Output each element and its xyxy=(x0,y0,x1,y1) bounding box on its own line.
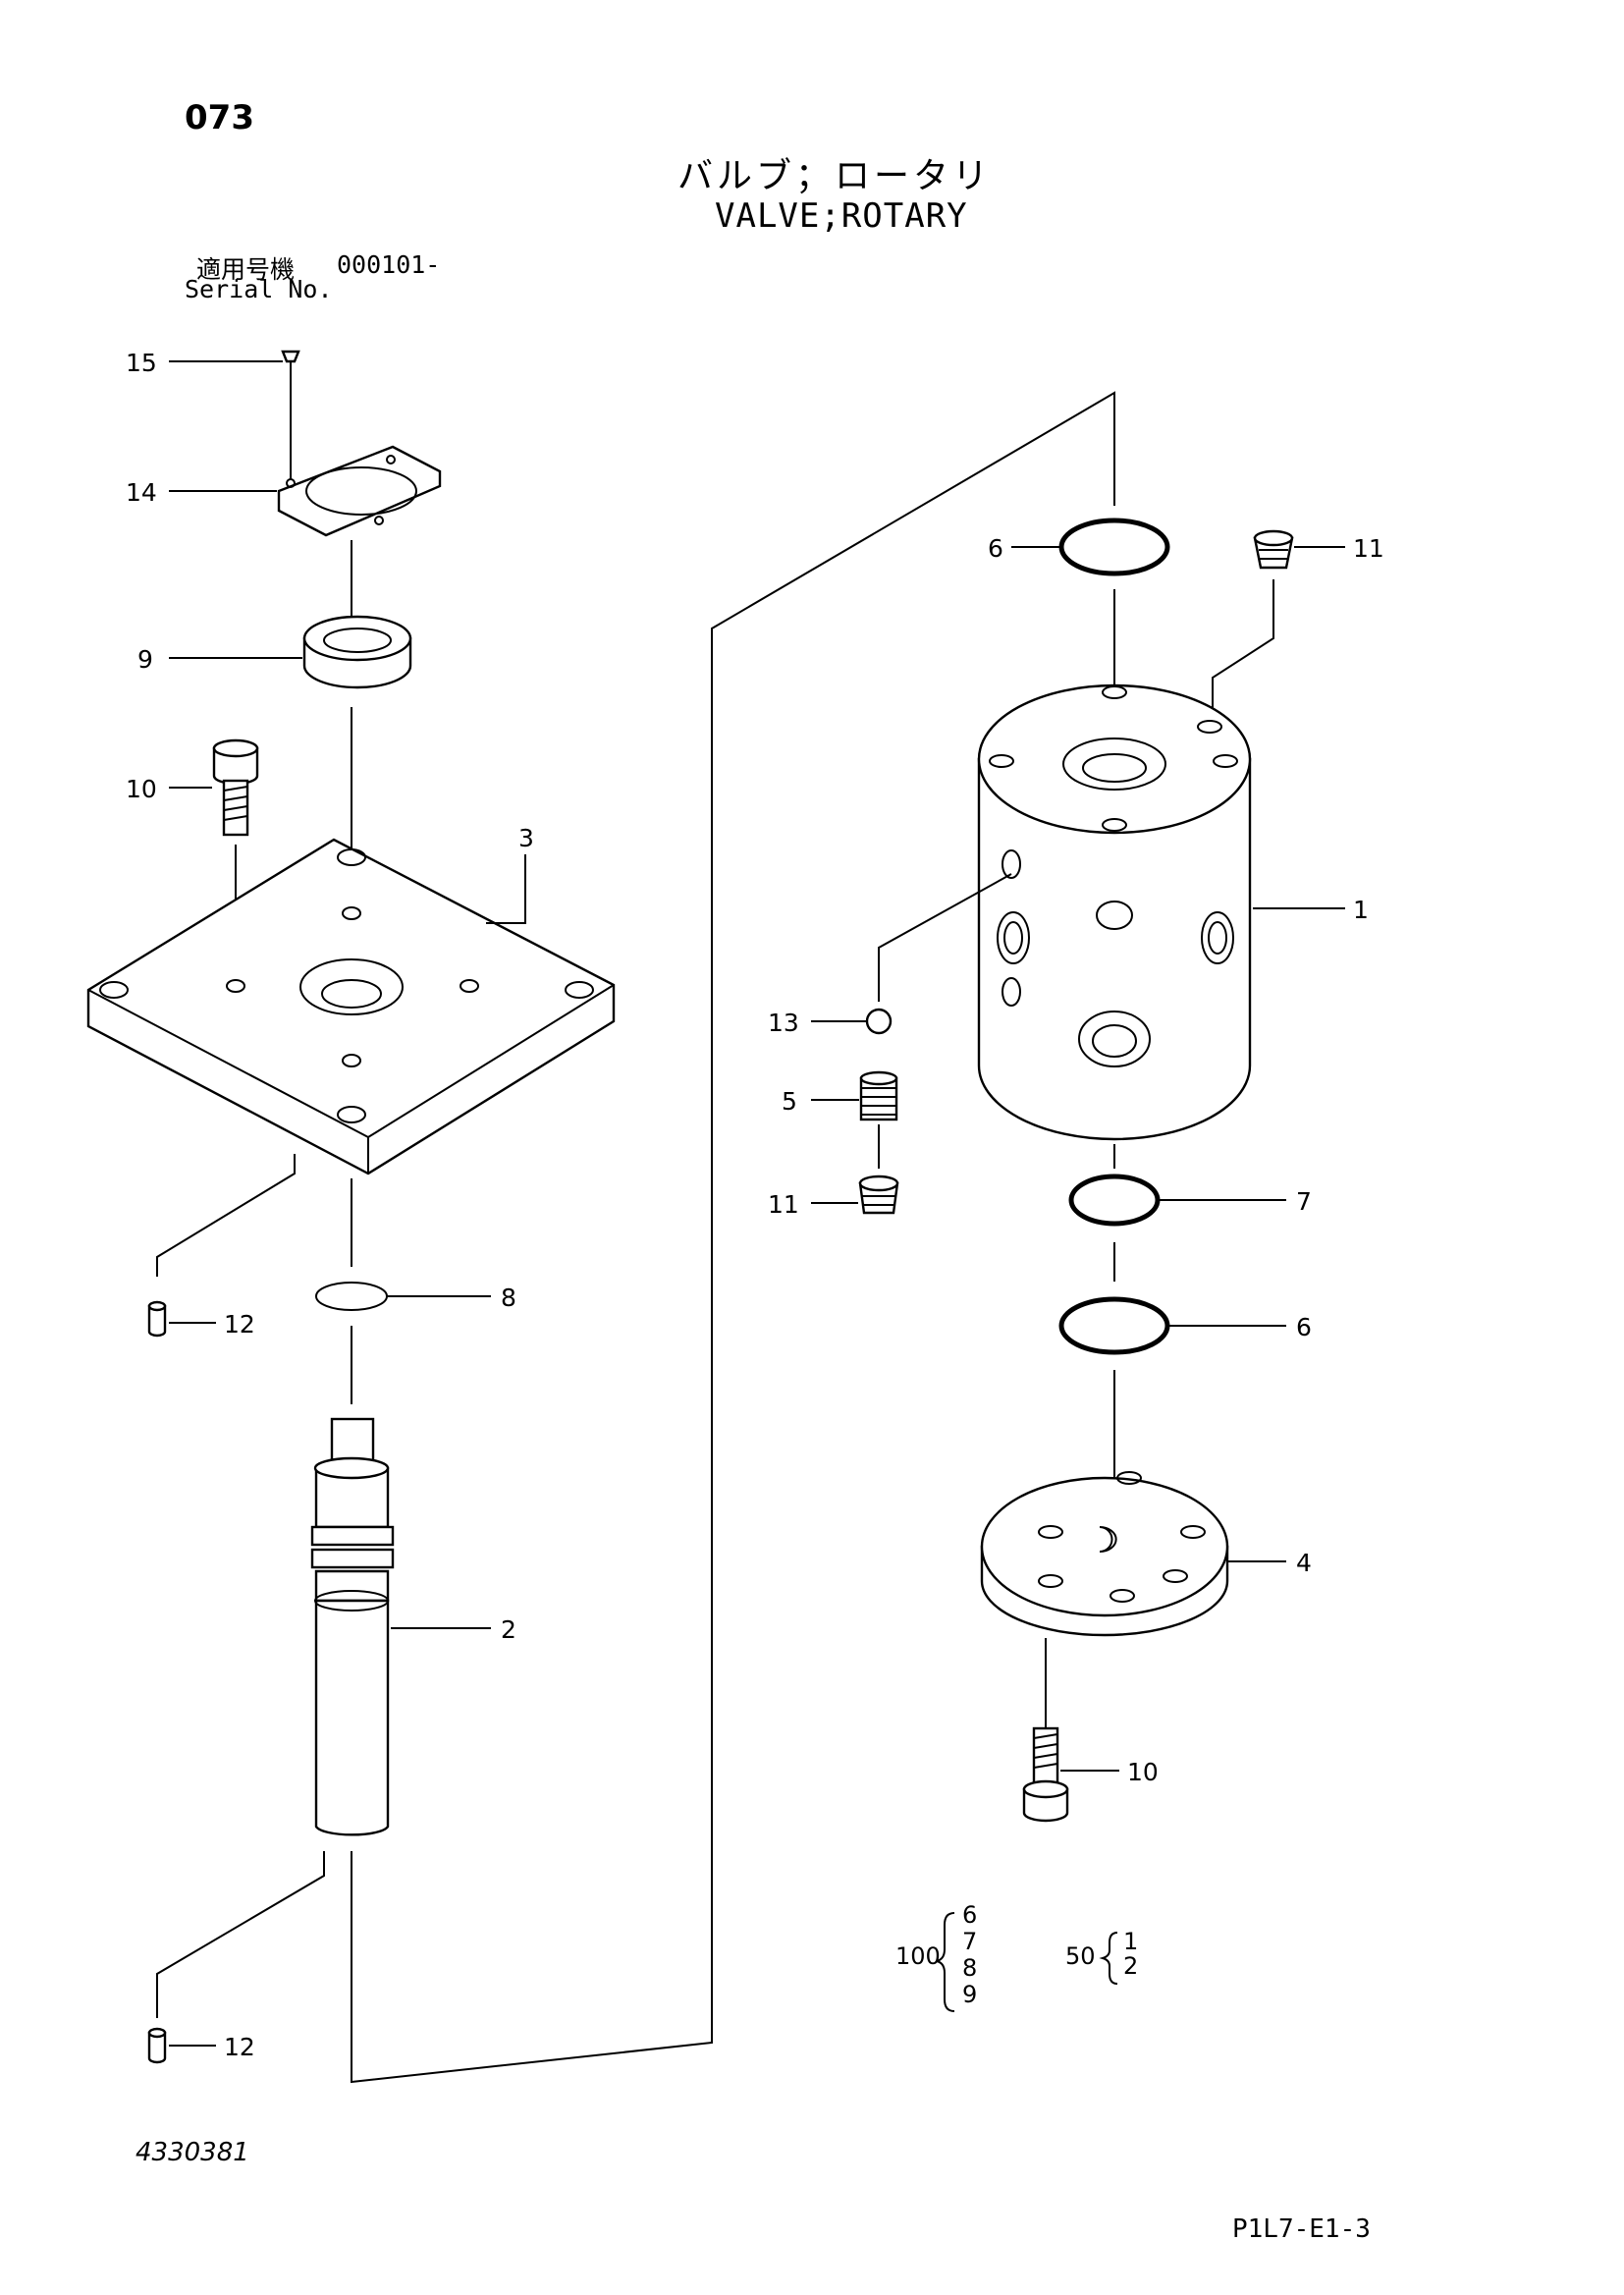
kit-50: 50 1 2 xyxy=(1065,1928,1138,1985)
callout-9: 9 xyxy=(137,645,153,674)
page-code: P1L7-E1-3 xyxy=(1232,2214,1371,2244)
part-8-oring xyxy=(315,1282,388,1311)
part-2-shaft xyxy=(310,1417,395,1836)
part-12-pin-bottom xyxy=(147,2027,167,2064)
serial-label-english: Serial No. xyxy=(185,275,333,303)
part-9-seal xyxy=(302,615,412,689)
kit-100-item: 9 xyxy=(962,1981,977,2008)
callout-3: 3 xyxy=(518,824,534,852)
part-3-flange-plate xyxy=(86,838,616,1175)
serial-label-japanese: 適用号機 xyxy=(196,255,296,284)
leader-11-top-link xyxy=(1212,579,1274,722)
callout-1: 1 xyxy=(1353,896,1369,924)
part-12-pin-top xyxy=(147,1300,167,1338)
drawing-number: 4330381 xyxy=(135,2138,249,2167)
callout-13: 13 xyxy=(768,1009,799,1037)
part-4-end-cover xyxy=(980,1471,1229,1637)
part-11-plug-top xyxy=(1253,529,1294,570)
callout-11-top: 11 xyxy=(1353,534,1384,563)
assembly-path-line xyxy=(351,391,1115,2084)
title-japanese: バルブ；ロータリ xyxy=(677,156,993,196)
part-14-plate xyxy=(277,445,442,537)
callout-11-left: 11 xyxy=(768,1190,799,1219)
page-number: 073 xyxy=(185,98,254,137)
callout-10-left: 10 xyxy=(126,775,157,803)
leader-12-bottom-link xyxy=(156,1851,325,2018)
callout-14: 14 xyxy=(126,478,157,507)
callout-7: 7 xyxy=(1296,1187,1312,1216)
leader-12-top-link xyxy=(156,1154,296,1277)
callout-6-bottom: 6 xyxy=(1296,1313,1312,1341)
callout-2: 2 xyxy=(501,1615,516,1644)
callout-5: 5 xyxy=(782,1087,797,1116)
callout-8: 8 xyxy=(501,1284,516,1312)
kit-50-id: 50 xyxy=(1065,1942,1096,1970)
part-10-bolt-left xyxy=(212,738,259,982)
part-1-valve-body xyxy=(977,683,1252,1141)
callout-12-top: 12 xyxy=(224,1310,255,1339)
title-english: VALVE;ROTARY xyxy=(715,196,968,236)
callout-10-right: 10 xyxy=(1127,1758,1159,1786)
leader-13-link xyxy=(878,873,1012,1002)
kit-50-item: 2 xyxy=(1123,1952,1138,1980)
part-5-spring xyxy=(859,1070,898,1121)
part-10-bolt-right xyxy=(1022,1726,1069,1823)
part-7-oring xyxy=(1068,1174,1161,1227)
callout-12-bottom: 12 xyxy=(224,2033,255,2061)
part-11-plug-left xyxy=(858,1175,899,1215)
kit-50-item: 1 xyxy=(1123,1928,1138,1955)
part-13-ball xyxy=(865,1008,893,1035)
callout-6-top: 6 xyxy=(988,534,1003,563)
part-6-oring-bottom xyxy=(1058,1296,1170,1355)
leader-3 xyxy=(486,854,526,924)
part-15-screw xyxy=(281,350,300,479)
part-6-oring-top xyxy=(1058,518,1170,576)
callout-4: 4 xyxy=(1296,1549,1312,1577)
kit-100-id: 100 xyxy=(895,1942,941,1970)
kit-100: 100 6 7 8 9 xyxy=(895,1901,977,2012)
callout-15: 15 xyxy=(126,349,157,377)
kit-100-item: 8 xyxy=(962,1954,977,1982)
kit-100-item: 7 xyxy=(962,1928,977,1955)
serial-value: 000101- xyxy=(337,250,441,279)
kit-100-item: 6 xyxy=(962,1901,977,1929)
